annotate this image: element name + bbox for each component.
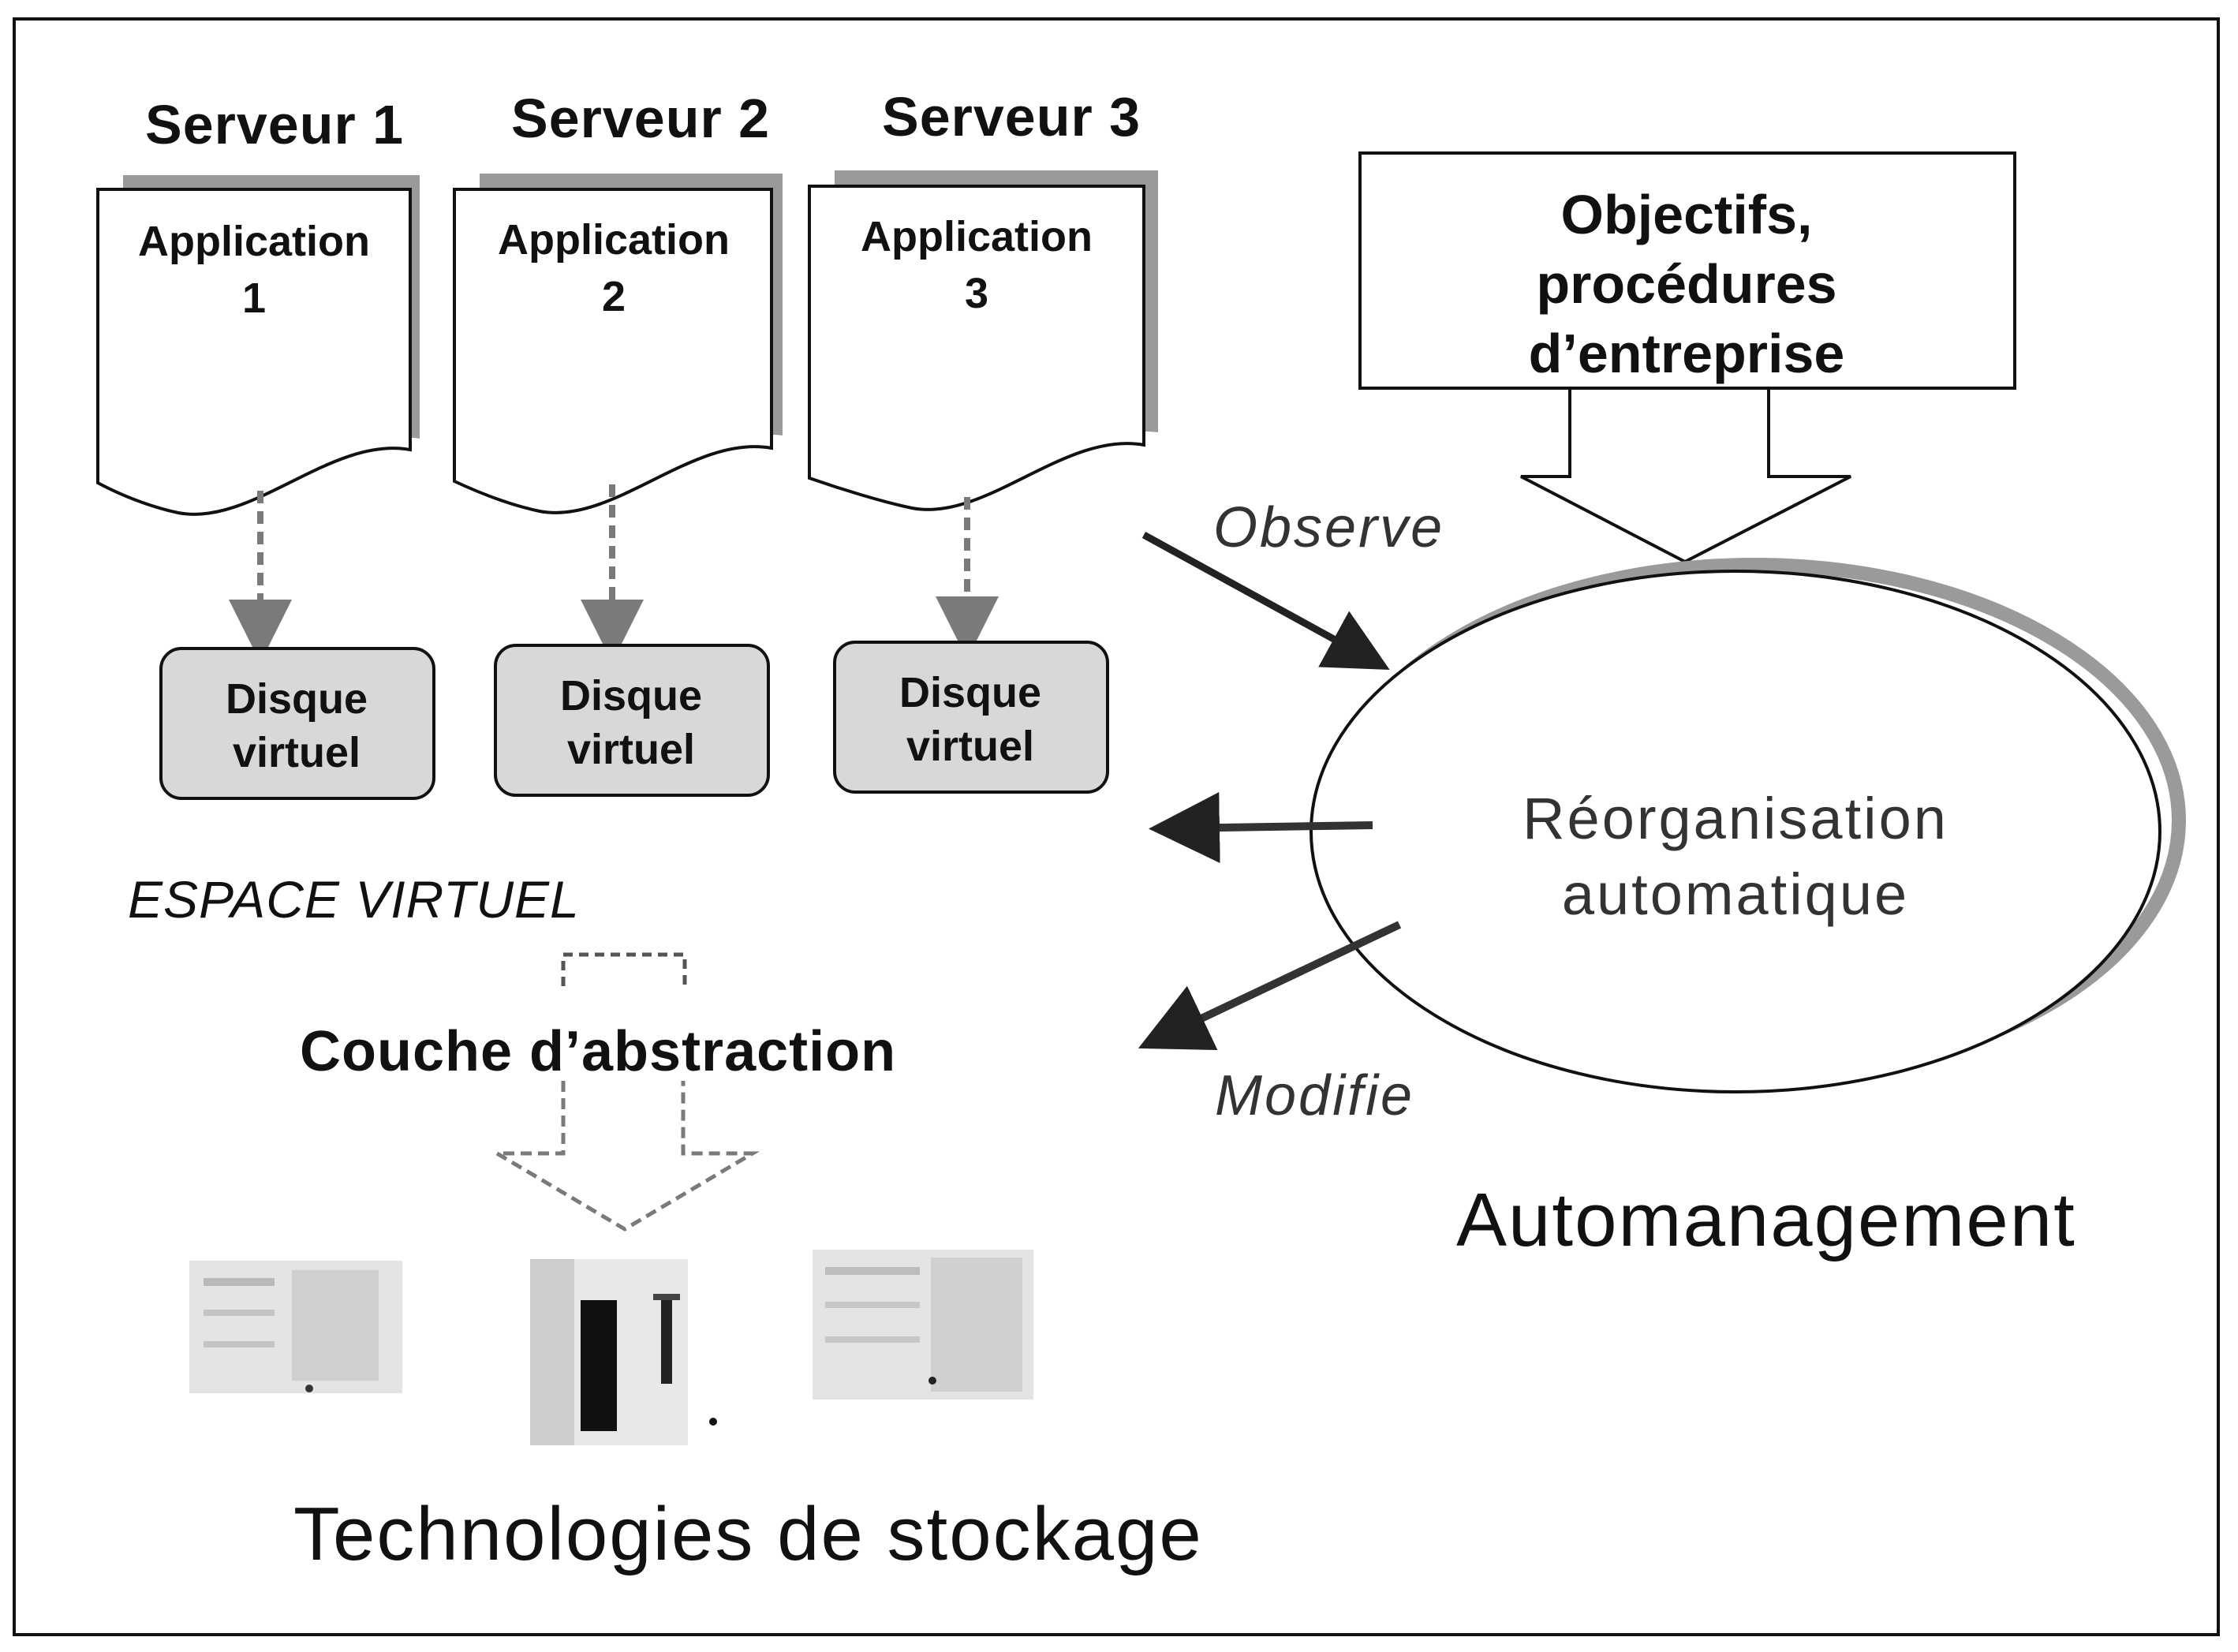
application-name-3: Application bbox=[861, 213, 1093, 260]
diagram-frame bbox=[13, 17, 2220, 1636]
virtual-disk-line2-2: virtuel bbox=[566, 726, 696, 773]
goals-down-arrow bbox=[1520, 390, 1851, 564]
virtual-space-label: ESPACE VIRTUEL bbox=[128, 870, 580, 929]
server-title-1: Serveur 1 bbox=[145, 94, 405, 155]
observe-arrow bbox=[1141, 532, 1390, 670]
virtual-disk-2 bbox=[494, 644, 770, 797]
virtual-disk-line2-1: virtuel bbox=[232, 729, 361, 776]
goals-line-3: d’entreprise bbox=[1528, 323, 1845, 384]
virtual-disk-3 bbox=[833, 641, 1109, 794]
virtual-disk-label-1: Disque virtuel bbox=[163, 672, 431, 779]
application-number-2: 2 bbox=[601, 273, 626, 320]
goals-box bbox=[1358, 151, 2016, 390]
application-number-3: 3 bbox=[964, 270, 989, 317]
goals-line-2: procédures bbox=[1536, 253, 1837, 315]
storage-device-left bbox=[189, 1261, 402, 1393]
storage-device-right bbox=[813, 1250, 1033, 1400]
virtual-disk-line2-3: virtuel bbox=[906, 723, 1035, 770]
application-label-3: Application 3 bbox=[811, 208, 1142, 322]
virtual-disk-label-2: Disque virtuel bbox=[497, 669, 765, 776]
automanagement-label: Automanagement bbox=[1456, 1178, 2076, 1262]
abstraction-down-arrow bbox=[489, 1081, 760, 1232]
virtual-disk-line1-3: Disque bbox=[899, 669, 1042, 716]
storage-technologies-label: Technologies de stockage bbox=[293, 1492, 1203, 1576]
app-doc-1 bbox=[96, 188, 412, 516]
modify-label: Modifie bbox=[1215, 1064, 1415, 1127]
server-title-3: Serveur 3 bbox=[882, 86, 1141, 148]
goals-line-1: Objectifs, bbox=[1560, 184, 1813, 245]
observe-label: Observe bbox=[1213, 496, 1445, 559]
app-doc-2 bbox=[453, 188, 773, 514]
abstraction-bracket bbox=[561, 952, 687, 986]
goals-text: Objectifs, procédures d’entreprise bbox=[1363, 180, 2010, 388]
application-number-1: 1 bbox=[241, 275, 267, 322]
virtual-disk-1 bbox=[159, 647, 435, 800]
reorganization-line-2: automatique bbox=[1561, 862, 1910, 927]
output-arrow bbox=[1149, 792, 1373, 864]
virtual-disk-line1-2: Disque bbox=[559, 672, 703, 719]
modify-arrow bbox=[1138, 921, 1402, 1050]
application-name-2: Application bbox=[498, 216, 730, 263]
application-name-1: Application bbox=[138, 218, 370, 265]
storage-device-center bbox=[530, 1259, 717, 1445]
loop-ellipse bbox=[1310, 570, 2161, 1093]
app-doc-3 bbox=[808, 185, 1145, 511]
application-label-2: Application 2 bbox=[448, 211, 779, 325]
server-title-2: Serveur 2 bbox=[511, 88, 771, 149]
automatic-reorganization-label: Réorganisation automatique bbox=[1436, 781, 2035, 933]
abstraction-layer-label: Couche d’abstraction bbox=[300, 1020, 897, 1083]
reorganization-line-1: Réorganisation bbox=[1523, 786, 1948, 851]
application-label-1: Application 1 bbox=[88, 213, 420, 327]
virtual-disk-label-3: Disque virtuel bbox=[836, 666, 1104, 773]
virtual-disk-line1-1: Disque bbox=[225, 675, 368, 723]
